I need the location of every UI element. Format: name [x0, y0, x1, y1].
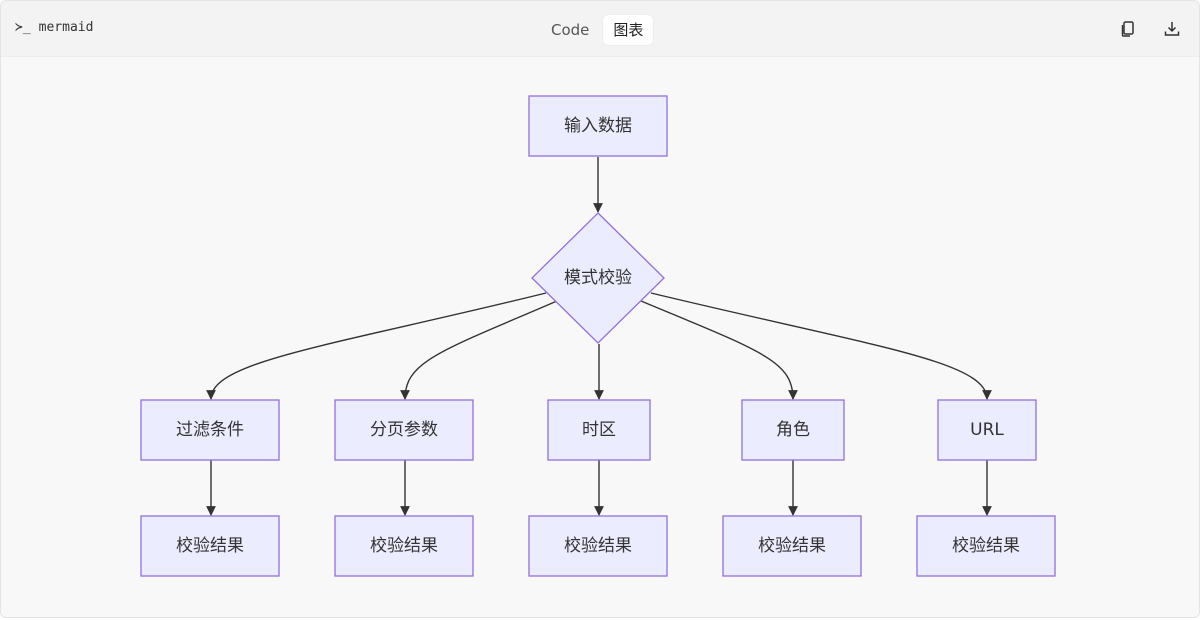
flowchart: 输入数据 模式校验 过滤条件 分页参数 时区 角色	[140, 95, 1056, 577]
node-branch-label: 过滤条件	[176, 420, 244, 440]
language-name: mermaid	[38, 20, 94, 35]
node-result-1: 校验结果	[140, 515, 280, 577]
node-result-4: 校验结果	[722, 515, 862, 577]
download-button[interactable]	[1160, 17, 1184, 41]
edge-decision-to-branch-2	[400, 300, 558, 400]
edge-decision-to-branch-4	[640, 300, 798, 400]
download-icon	[1164, 22, 1180, 36]
node-result-2: 校验结果	[334, 515, 474, 577]
edge-decision-to-branch-5	[650, 292, 992, 400]
node-input-label: 输入数据	[564, 116, 632, 136]
node-branch-label: 时区	[582, 420, 616, 440]
diagram-canvas: 输入数据 模式校验 过滤条件 分页参数 时区 角色	[1, 57, 1199, 617]
node-branch-4: 角色	[741, 399, 845, 461]
node-decision-label: 模式校验	[564, 268, 632, 288]
node-branch-label: URL	[970, 420, 1004, 440]
node-result-label: 校验结果	[176, 536, 244, 556]
tab-code[interactable]: Code	[551, 21, 590, 39]
node-result-label: 校验结果	[952, 536, 1020, 556]
terminal-icon: ≻_	[15, 20, 31, 35]
node-result-label: 校验结果	[370, 536, 438, 556]
edge-decision-to-branch-1	[206, 292, 547, 400]
view-tabs: Code 图表	[541, 15, 654, 45]
node-branch-2: 分页参数	[334, 399, 474, 461]
node-result-3: 校验结果	[528, 515, 668, 577]
node-result-label: 校验结果	[758, 536, 826, 556]
node-result-5: 校验结果	[916, 515, 1056, 577]
node-branch-3: 时区	[547, 399, 651, 461]
node-branch-label: 分页参数	[370, 420, 438, 440]
node-result-label: 校验结果	[564, 536, 632, 556]
copy-button[interactable]	[1116, 17, 1140, 41]
node-branch-1: 过滤条件	[140, 399, 280, 461]
code-block-toolbar: ≻_ mermaid Code 图表	[1, 1, 1199, 57]
copy-icon	[1121, 21, 1134, 37]
node-input: 输入数据	[528, 95, 668, 157]
node-branch-label: 角色	[776, 420, 810, 440]
node-branch-5: URL	[937, 399, 1037, 461]
tab-diagram[interactable]: 图表	[603, 15, 654, 45]
node-decision: 模式校验	[531, 212, 665, 344]
language-label: ≻_ mermaid	[15, 20, 93, 35]
